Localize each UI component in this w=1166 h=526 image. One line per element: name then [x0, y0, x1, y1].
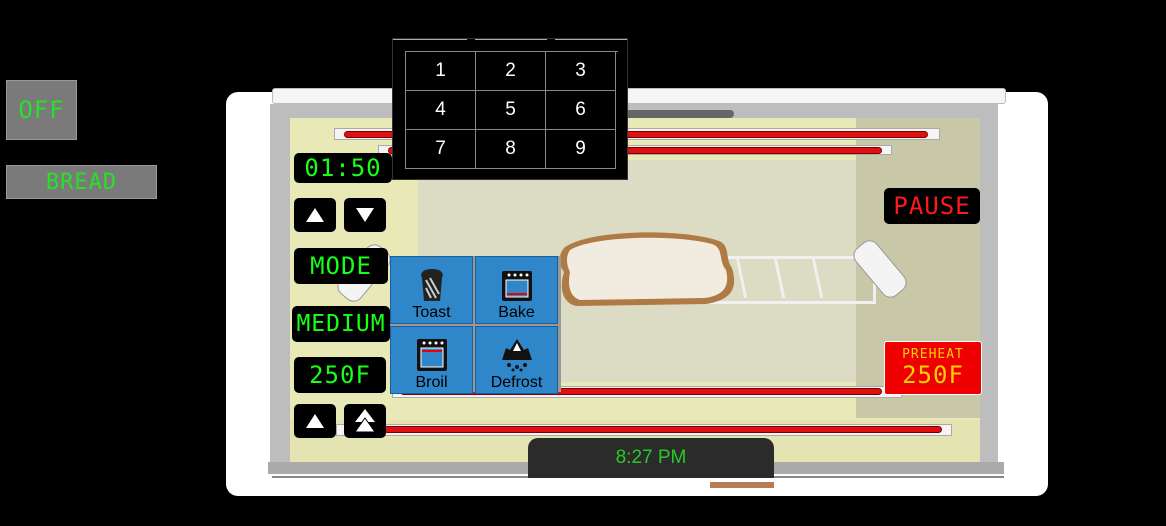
mode-bake-button[interactable]: Bake	[475, 256, 558, 324]
temperature-up-button[interactable]	[294, 404, 336, 438]
arrow-up-icon	[306, 208, 324, 222]
keypad-key-8[interactable]: 8	[476, 130, 546, 169]
lower-heating-element-2	[346, 426, 942, 433]
mode-broil-label: Broil	[415, 374, 448, 391]
power-off-button[interactable]: OFF	[6, 80, 77, 140]
timer-down-button[interactable]	[344, 198, 386, 232]
timer-up-button[interactable]	[294, 198, 336, 232]
oven-broil-icon	[416, 339, 447, 371]
mode-bake-label: Bake	[498, 304, 535, 321]
upper-heating-element-2	[388, 147, 882, 154]
mode-defrost-label: Defrost	[490, 374, 543, 391]
preheat-temperature: 250F	[902, 361, 964, 389]
keypad-key-9[interactable]: 9	[546, 130, 616, 169]
toast-icon	[420, 269, 443, 301]
keypad-key-1[interactable]: 1	[406, 52, 476, 91]
food-bread-button[interactable]: BREAD	[6, 165, 157, 199]
preheat-label: PREHEAT	[902, 347, 964, 362]
arrow-up-icon	[306, 414, 324, 428]
oven-light-bar	[614, 110, 734, 118]
keypad-key-5[interactable]: 5	[476, 91, 546, 130]
oven-bake-icon	[501, 271, 532, 301]
temperature-fast-up-button[interactable]	[344, 404, 386, 438]
mode-toast-button[interactable]: Toast	[390, 256, 473, 324]
mode-button[interactable]: MODE	[294, 248, 388, 284]
keypad-key-4[interactable]: 4	[406, 91, 476, 130]
keypad-grid: 1 2 3 4 5 6 7 8 9	[405, 51, 618, 169]
bread-slice-icon	[559, 232, 735, 306]
double-arrow-up-icon	[354, 409, 376, 433]
mode-menu: Toast Bake Broil Defrost	[390, 256, 561, 394]
oven-bottom-trim	[272, 476, 1004, 496]
mode-broil-button[interactable]: Broil	[390, 326, 473, 394]
arrow-down-icon	[356, 208, 374, 222]
preheat-button[interactable]: PREHEAT 250F	[884, 341, 982, 395]
mode-defrost-button[interactable]: Defrost	[475, 326, 558, 394]
number-keypad: 1 2 3 4 5 6 7 8 9	[392, 38, 628, 180]
oven-top-trim	[272, 88, 1006, 104]
mode-toast-label: Toast	[412, 304, 451, 321]
temperature-display[interactable]: 250F	[294, 357, 386, 393]
keypad-key-3[interactable]: 3	[546, 52, 616, 91]
keypad-key-2[interactable]: 2	[476, 52, 546, 91]
clock-display: 8:27 PM	[615, 447, 687, 468]
keypad-key-6[interactable]: 6	[546, 91, 616, 130]
keypad-key-7[interactable]: 7	[406, 130, 476, 169]
pause-button[interactable]: PAUSE	[884, 188, 980, 224]
tray-handle[interactable]	[710, 482, 774, 488]
upper-heating-element	[344, 131, 928, 138]
timer-display[interactable]: 01:50	[294, 153, 392, 183]
defrost-icon	[501, 339, 532, 372]
crumb-tray[interactable]: 8:27 PM	[528, 438, 774, 478]
level-display[interactable]: MEDIUM	[292, 306, 390, 342]
